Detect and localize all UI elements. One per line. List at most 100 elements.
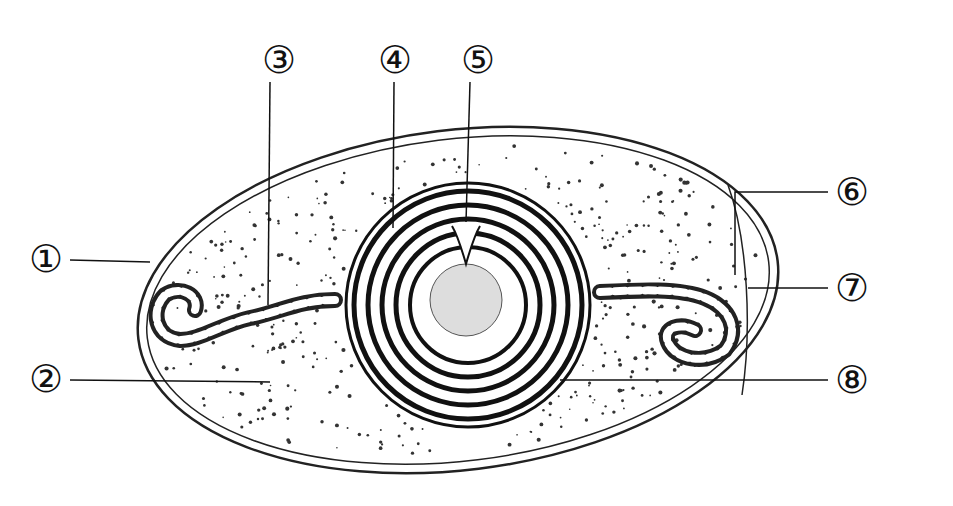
speckle bbox=[601, 412, 604, 415]
speckle bbox=[643, 250, 646, 253]
speckle bbox=[380, 429, 382, 431]
speckle bbox=[384, 202, 386, 204]
speckle bbox=[673, 368, 677, 372]
speckle bbox=[295, 322, 298, 325]
speckle bbox=[539, 423, 543, 427]
speckle bbox=[601, 301, 603, 303]
speckle bbox=[220, 249, 223, 252]
speckle bbox=[530, 431, 532, 433]
speckle bbox=[508, 443, 512, 447]
speckle bbox=[652, 300, 656, 304]
speckle bbox=[229, 240, 232, 243]
speckle bbox=[682, 181, 686, 185]
speckle bbox=[602, 364, 605, 367]
speckle bbox=[603, 304, 606, 307]
speckle bbox=[287, 417, 290, 420]
yolk bbox=[346, 183, 590, 427]
speckle bbox=[647, 225, 649, 227]
speckle bbox=[592, 370, 594, 372]
speckle bbox=[341, 348, 345, 352]
speckle bbox=[220, 243, 223, 246]
speckle bbox=[588, 382, 591, 385]
speckle bbox=[677, 364, 680, 367]
speckle bbox=[383, 197, 386, 200]
speckle bbox=[614, 350, 617, 353]
speckle bbox=[537, 438, 541, 442]
speckle bbox=[285, 407, 289, 411]
speckle bbox=[335, 341, 338, 344]
speckle bbox=[570, 396, 573, 399]
speckle bbox=[215, 294, 219, 298]
speckle bbox=[295, 337, 297, 339]
speckle bbox=[635, 224, 639, 228]
speckle bbox=[269, 280, 271, 282]
speckle bbox=[237, 306, 240, 309]
speckle bbox=[222, 365, 226, 369]
speckle bbox=[221, 274, 225, 278]
speckle bbox=[571, 213, 574, 216]
speckle bbox=[270, 326, 273, 329]
speckle bbox=[245, 255, 247, 257]
speckle bbox=[332, 282, 335, 285]
speckle bbox=[595, 324, 598, 327]
speckle bbox=[642, 324, 646, 328]
speckle bbox=[296, 262, 299, 265]
speckle bbox=[734, 285, 737, 288]
speckle bbox=[280, 253, 283, 256]
speckle bbox=[707, 223, 711, 227]
speckle bbox=[324, 193, 328, 197]
speckle bbox=[282, 320, 284, 322]
speckle bbox=[331, 228, 334, 231]
speckle bbox=[621, 254, 624, 257]
speckle bbox=[560, 426, 562, 428]
speckle bbox=[397, 414, 401, 418]
speckle bbox=[272, 412, 276, 416]
speckle bbox=[181, 348, 184, 351]
speckle bbox=[333, 256, 335, 258]
speckle bbox=[626, 336, 629, 339]
speckle bbox=[660, 229, 663, 232]
speckle bbox=[428, 449, 431, 452]
speckle bbox=[641, 394, 644, 397]
speckle bbox=[344, 229, 346, 231]
speckle bbox=[643, 224, 645, 226]
speckle bbox=[675, 244, 677, 246]
speckle bbox=[222, 416, 224, 418]
speckle bbox=[692, 191, 694, 193]
speckle bbox=[560, 417, 562, 419]
speckle bbox=[309, 240, 312, 243]
speckle bbox=[631, 322, 635, 326]
speckle bbox=[711, 344, 713, 346]
speckle bbox=[347, 427, 349, 429]
speckle bbox=[336, 447, 338, 449]
speckle bbox=[594, 399, 596, 401]
speckle bbox=[252, 223, 256, 227]
speckle bbox=[590, 207, 593, 210]
speckle bbox=[299, 331, 302, 334]
speckle bbox=[530, 431, 532, 433]
speckle bbox=[343, 172, 346, 175]
speckle bbox=[593, 224, 596, 227]
speckle bbox=[574, 391, 577, 394]
speckle bbox=[329, 277, 331, 279]
speckle bbox=[239, 274, 242, 277]
speckle bbox=[598, 223, 600, 225]
speckle bbox=[205, 257, 207, 259]
speckle bbox=[622, 389, 624, 391]
speckle bbox=[202, 397, 205, 400]
speckle bbox=[677, 251, 679, 253]
speckle bbox=[288, 197, 290, 199]
speckle bbox=[456, 171, 458, 173]
speckle bbox=[645, 356, 649, 360]
speckle bbox=[320, 279, 322, 281]
speckle bbox=[631, 370, 634, 373]
speckle bbox=[612, 410, 615, 413]
speckle bbox=[605, 200, 608, 203]
speckle bbox=[549, 413, 552, 416]
air-cell-membrane bbox=[728, 185, 747, 395]
speckle bbox=[687, 233, 691, 237]
speckle bbox=[323, 201, 326, 204]
speckle bbox=[609, 244, 612, 247]
speckle bbox=[189, 251, 191, 253]
speckle bbox=[221, 294, 224, 297]
